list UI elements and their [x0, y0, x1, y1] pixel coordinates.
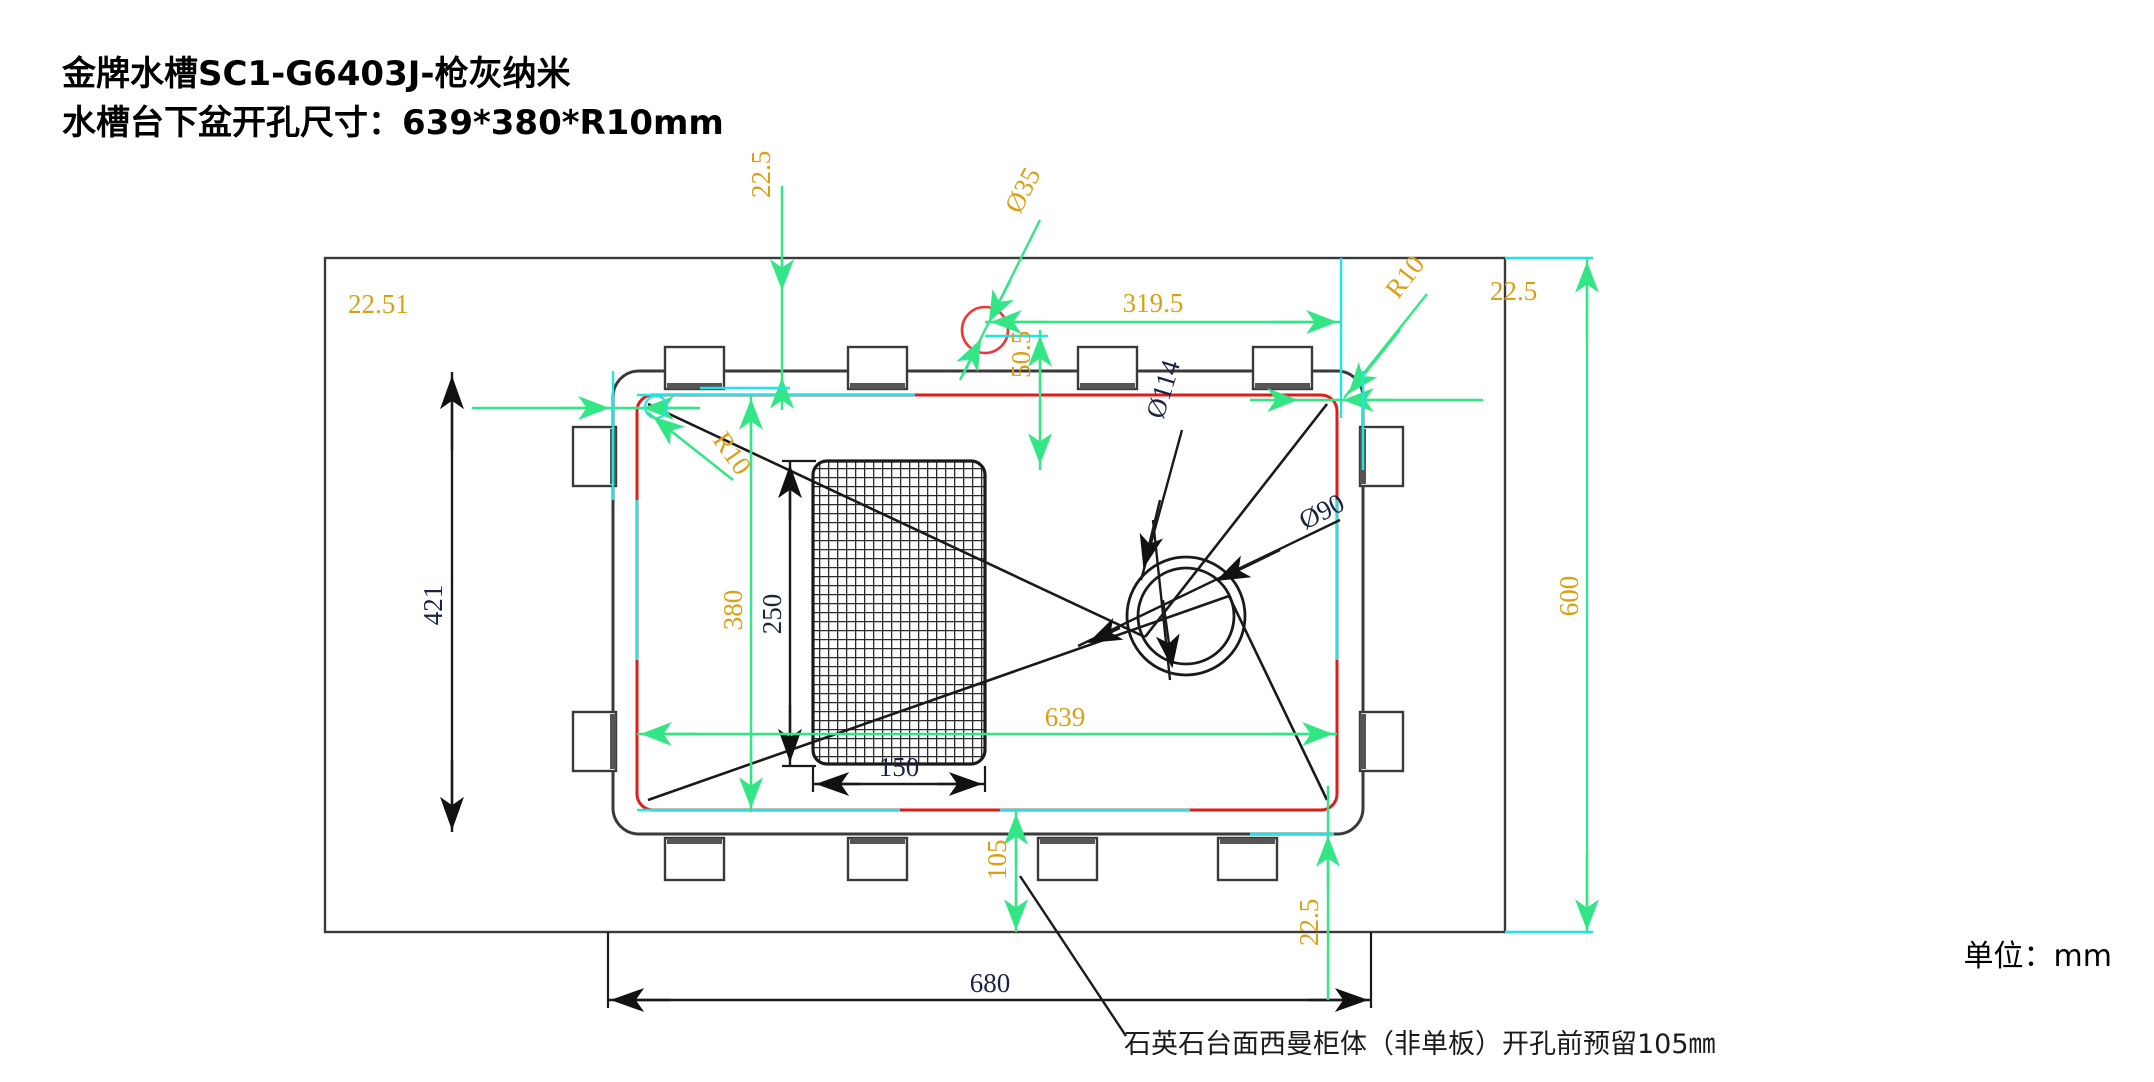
dim-label-bottom-225: 22.5 [1294, 899, 1324, 946]
dim-left-22-51: 22.51 [348, 289, 700, 500]
dim-label-left-2251: 22.51 [348, 289, 409, 319]
dim-label-639: 639 [1045, 702, 1086, 732]
dim-label-380: 380 [718, 590, 748, 631]
construction-diagonals [647, 402, 1329, 802]
dim-label-319-5: 319.5 [1123, 288, 1184, 318]
clip-right-2 [1358, 710, 1405, 773]
dim-label-600: 600 [1554, 576, 1584, 617]
dim-600: 600 [1505, 256, 1599, 934]
clip-bottom-3 [1036, 836, 1099, 882]
dim-639: 639 [637, 702, 1337, 746]
dim-421: 421 [418, 372, 464, 832]
dim-label-105: 105 [982, 840, 1012, 881]
dim-dia-90: Ø90 [1077, 488, 1349, 648]
dim-dia-114: Ø114 [1139, 356, 1186, 681]
dim-label-dia35: Ø35 [999, 163, 1047, 218]
footnote-leader [1018, 875, 1128, 1037]
clip-bottom-1 [663, 836, 726, 882]
clip-top-3 [1076, 345, 1139, 391]
dim-r10-top-right: R10 [1343, 250, 1430, 399]
dim-bottom-22-5: 22.5 [1250, 786, 1340, 1000]
dim-250: 250 [757, 459, 816, 768]
dim-label-50-5: 50.5 [1006, 331, 1036, 378]
mounting-clips [571, 345, 1405, 882]
dim-label-150: 150 [879, 752, 920, 782]
dim-105: 105 [982, 810, 1028, 932]
dim-50-5: 50.5 [985, 330, 1052, 470]
dim-380: 380 [718, 395, 763, 812]
clip-bottom-2 [846, 836, 909, 882]
clip-top-1 [663, 345, 726, 391]
dim-label-right-225: 22.5 [1490, 276, 1537, 306]
clip-top-2 [846, 345, 909, 391]
dim-150: 150 [811, 752, 987, 796]
clip-top-4 [1251, 345, 1314, 391]
clip-right-1 [1358, 425, 1405, 488]
footnote-text: 石英石台面西曼柜体（非单板）开孔前预留105㎜ [1124, 1029, 1716, 1060]
dim-label-250: 250 [757, 594, 787, 635]
countertop-outline [323, 256, 1507, 934]
dim-label-421: 421 [418, 585, 448, 626]
title-line-2: 水槽台下盆开孔尺寸：639*380*R10mm [62, 103, 724, 144]
clip-left-2 [571, 710, 618, 773]
sink-body-outline [611, 369, 1365, 836]
dim-label-dia90: Ø90 [1294, 488, 1349, 536]
dim-right-22-5: 22.5 [1250, 276, 1537, 470]
dim-680: 680 [606, 932, 1373, 1012]
clip-bottom-4 [1216, 836, 1279, 882]
title-line-1: 金牌水槽SC1-G6403J-枪灰纳米 [62, 54, 571, 94]
dim-319-5: 319.5 [985, 258, 1343, 418]
mesh-drain-panel [811, 459, 987, 766]
unit-note: 单位：mm [1963, 939, 2112, 974]
clip-left-1 [571, 425, 618, 488]
dim-label-dia114: Ø114 [1140, 356, 1186, 422]
page-title: 金牌水槽SC1-G6403J-枪灰纳米 水槽台下盆开孔尺寸：639*380*R1… [62, 50, 724, 149]
dim-label-680: 680 [970, 968, 1011, 998]
dim-label-top-225: 22.5 [746, 151, 776, 198]
dim-top-22-5: 22.5 [700, 151, 794, 410]
